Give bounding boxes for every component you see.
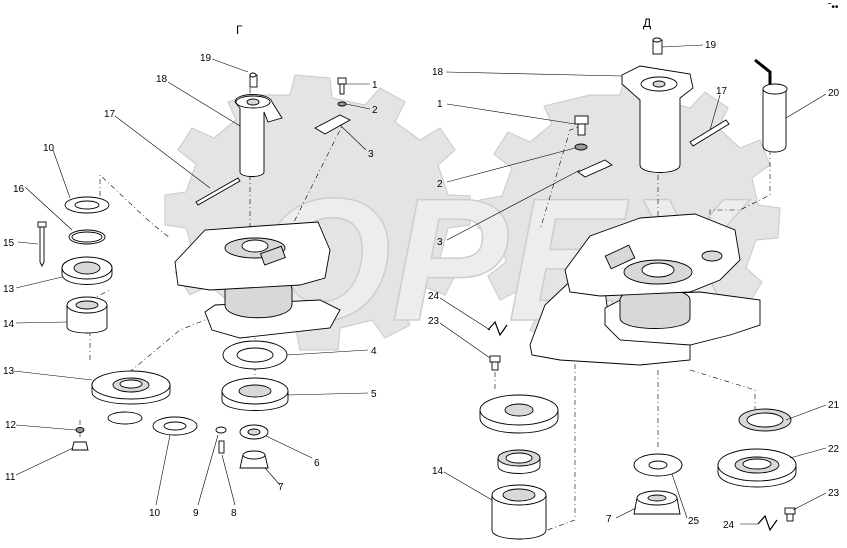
grease-fitting-19-right bbox=[652, 37, 663, 55]
grease-fitting-19-left bbox=[249, 72, 258, 88]
bolt-1-right bbox=[574, 115, 589, 136]
callout-18-right: 18 bbox=[432, 67, 444, 78]
bolt-15-left bbox=[37, 221, 47, 268]
callout-7-left: 7 bbox=[278, 482, 284, 493]
washer-25-right bbox=[633, 453, 683, 477]
cotter-pin-8-left bbox=[218, 440, 225, 454]
callout-10-left-top: 10 bbox=[43, 143, 55, 154]
callout-14-right: 14 bbox=[432, 466, 444, 477]
callout-17-left: 17 bbox=[104, 109, 116, 120]
nut-11-left bbox=[71, 441, 89, 451]
castle-nut-7-right bbox=[633, 490, 681, 515]
callout-4-left: 4 bbox=[371, 346, 377, 357]
view-title-right: Д bbox=[643, 16, 651, 30]
callout-18-left: 18 bbox=[156, 74, 168, 85]
pivot-pin-18-right bbox=[621, 65, 694, 173]
callout-23-right-top: 23 bbox=[428, 316, 440, 327]
callout-25-right: 25 bbox=[688, 516, 700, 527]
callout-19-left: 19 bbox=[200, 53, 212, 64]
callout-15-left: 15 bbox=[3, 238, 15, 249]
callout-24-right-top: 24 bbox=[428, 291, 440, 302]
castle-nut-7-left bbox=[239, 450, 269, 469]
gasket-4-left bbox=[222, 340, 288, 370]
callout-12-left: 12 bbox=[5, 420, 17, 431]
plate-3-left bbox=[314, 114, 351, 135]
callout-8-left: 8 bbox=[231, 508, 237, 519]
spring-pin-24-bottom bbox=[757, 514, 778, 532]
bearing-14-left bbox=[66, 296, 108, 334]
washer-9-left bbox=[215, 426, 227, 434]
callout-19-right: 19 bbox=[705, 40, 717, 51]
callout-14-left: 14 bbox=[3, 319, 15, 330]
washer-12-left bbox=[75, 427, 85, 433]
flange-22-right bbox=[717, 448, 797, 488]
grease-tube-20 bbox=[754, 58, 788, 153]
callout-22-right: 22 bbox=[828, 444, 840, 455]
bolt-1-left bbox=[337, 77, 347, 95]
callout-2-left: 2 bbox=[372, 105, 378, 116]
washer-2-right bbox=[574, 143, 588, 151]
callout-20-right: 20 bbox=[828, 88, 840, 99]
seal-right-center bbox=[497, 449, 541, 474]
callout-3-left: 3 bbox=[368, 149, 374, 160]
corner-mark: ˜•• bbox=[827, 2, 839, 13]
flange-13-left-bottom bbox=[91, 370, 171, 405]
shim-10-left-bottom bbox=[152, 416, 198, 436]
washer-2-left bbox=[337, 101, 347, 107]
left-housing bbox=[174, 221, 341, 339]
callout-24-right-bottom: 24 bbox=[723, 520, 735, 531]
o-ring-16-left bbox=[68, 229, 106, 245]
cotter-pin-17-right bbox=[689, 119, 730, 147]
o-ring-left-lower bbox=[107, 411, 143, 425]
callout-2-right: 2 bbox=[437, 179, 443, 190]
callout-17-right: 17 bbox=[716, 86, 728, 97]
pivot-pin-18-left bbox=[234, 94, 283, 177]
washer-6-left bbox=[239, 424, 269, 440]
spring-pin-24-top bbox=[487, 320, 508, 337]
callout-13-left-top: 13 bbox=[3, 284, 15, 295]
callout-21-right: 21 bbox=[828, 400, 840, 411]
right-housing bbox=[529, 213, 761, 366]
callout-23-right-bottom: 23 bbox=[828, 488, 840, 499]
flange-right-center bbox=[479, 394, 559, 434]
view-title-left: Г bbox=[236, 23, 243, 37]
callout-13-left-bottom: 13 bbox=[3, 366, 15, 377]
bearing-14-right bbox=[491, 484, 547, 540]
flange-5-left bbox=[221, 377, 289, 411]
seal-21-right bbox=[738, 408, 792, 432]
callout-1-left: 1 bbox=[372, 80, 378, 91]
cotter-pin-17-left bbox=[195, 177, 241, 206]
bolt-23-right-bottom bbox=[784, 507, 796, 522]
callout-11-left: 11 bbox=[5, 472, 16, 483]
callout-1-right: 1 bbox=[437, 99, 443, 110]
callout-9-left: 9 bbox=[193, 508, 199, 519]
callout-6-left: 6 bbox=[314, 458, 320, 469]
callout-5-left: 5 bbox=[371, 389, 377, 400]
callout-16-left: 16 bbox=[13, 184, 25, 195]
bolt-23-right-top bbox=[489, 355, 501, 371]
callout-10-left-bottom: 10 bbox=[149, 508, 161, 519]
plate-3-right bbox=[577, 159, 613, 178]
callout-3-right: 3 bbox=[437, 237, 443, 248]
flange-13-left-top bbox=[61, 256, 113, 285]
shim-10-left-top bbox=[64, 196, 110, 214]
callout-7-right: 7 bbox=[606, 514, 612, 525]
